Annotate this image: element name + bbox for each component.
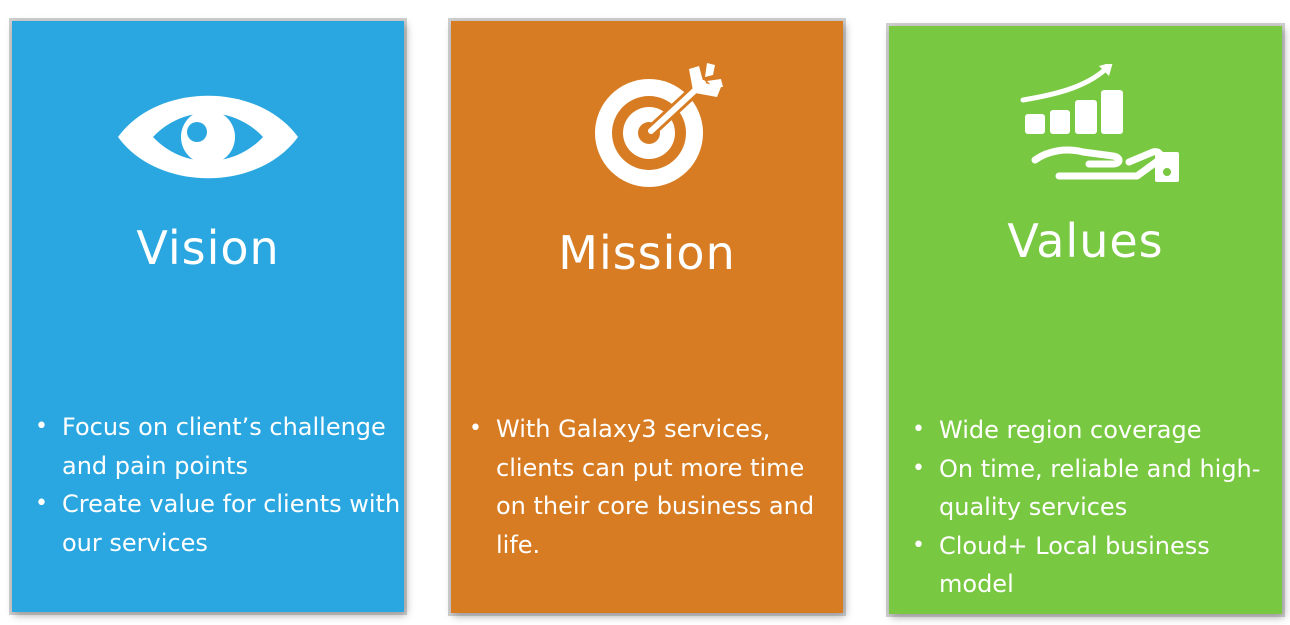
bullet-item: Cloud+ Local business model [909,527,1279,604]
bullet-item: On time, reliable and high-quality servi… [909,450,1279,527]
bullet-item: Wide region coverage [909,411,1279,450]
bullet-item: Create value for clients with our servic… [32,485,402,562]
bullet-list: Focus on client’s challenge and pain poi… [32,408,402,562]
bullet-item: Focus on client’s challenge and pain poi… [32,408,402,485]
card-title: Mission [558,226,736,280]
card-title: Vision [136,221,280,275]
bullet-list: Wide region coverage On time, reliable a… [909,411,1279,604]
bullet-list: With Galaxy3 services, clients can put m… [466,410,836,564]
target-arrow-icon [581,61,731,191]
bullet-item: With Galaxy3 services, clients can put m… [466,410,836,564]
mission-card: Mission With Galaxy3 services, clients c… [451,21,843,613]
growth-chart-hand-icon [1019,62,1189,184]
vision-card: Vision Focus on client’s challenge and p… [12,21,404,612]
card-title: Values [1007,214,1164,268]
eye-icon [113,87,303,187]
values-card: Values Wide region coverage On time, rel… [889,26,1282,614]
